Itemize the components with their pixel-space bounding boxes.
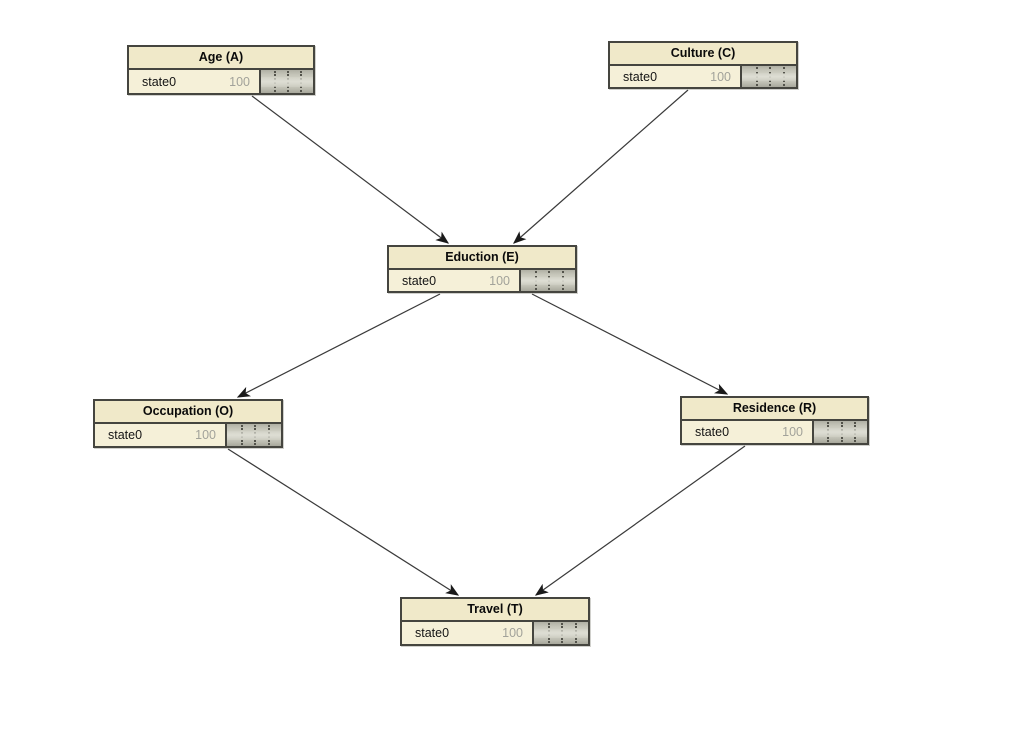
edge-occupation-to-travel	[227, 448, 460, 596]
state-probability: 100	[229, 74, 250, 89]
belief-bar-highlight	[227, 431, 281, 440]
node-state-label-section: state0 100	[129, 70, 261, 93]
state-name: state0	[415, 626, 450, 640]
node-title: Eduction (E)	[389, 247, 575, 270]
node-occupation[interactable]: Occupation (O) state0 100	[93, 399, 283, 448]
node-culture[interactable]: Culture (C) state0 100	[608, 41, 798, 89]
edge-culture-to-eduction	[513, 89, 689, 244]
node-state-label-section: state0 100	[389, 270, 521, 291]
belief-bar-highlight	[261, 77, 313, 87]
node-title: Travel (T)	[402, 599, 588, 622]
state-name: state0	[402, 273, 437, 288]
belief-bar-highlight	[534, 629, 588, 638]
edge-age-to-eduction	[251, 95, 450, 244]
state-probability: 100	[195, 428, 216, 442]
belief-bar-highlight	[814, 428, 867, 437]
node-state-label-section: state0 100	[610, 66, 742, 87]
edge-eduction-to-residence	[531, 293, 729, 395]
state-name: state0	[695, 425, 730, 439]
state-name: state0	[623, 69, 658, 84]
belief-bar[interactable]	[742, 66, 796, 87]
node-title: Culture (C)	[610, 43, 796, 66]
state-probability: 100	[502, 626, 523, 640]
node-state-row[interactable]: state0 100	[95, 424, 281, 446]
node-state-row[interactable]: state0 100	[610, 66, 796, 87]
state-probability: 100	[710, 69, 731, 84]
state-name: state0	[108, 428, 143, 442]
node-age[interactable]: Age (A) state0 100	[127, 45, 315, 95]
belief-bar[interactable]	[227, 424, 281, 446]
state-probability: 100	[489, 273, 510, 288]
node-eduction[interactable]: Eduction (E) state0 100	[387, 245, 577, 293]
node-state-label-section: state0 100	[95, 424, 227, 446]
node-travel[interactable]: Travel (T) state0 100	[400, 597, 590, 646]
node-state-row[interactable]: state0 100	[402, 622, 588, 644]
belief-bar-highlight	[742, 72, 796, 82]
state-name: state0	[142, 74, 177, 89]
node-state-row[interactable]: state0 100	[682, 421, 867, 443]
node-state-row[interactable]: state0 100	[129, 70, 313, 93]
node-state-row[interactable]: state0 100	[389, 270, 575, 291]
node-title: Residence (R)	[682, 398, 867, 421]
node-residence[interactable]: Residence (R) state0 100	[680, 396, 869, 445]
edge-eduction-to-occupation	[236, 293, 441, 398]
belief-bar[interactable]	[521, 270, 575, 291]
belief-bar-highlight	[521, 276, 575, 286]
belief-bar[interactable]	[814, 421, 867, 443]
node-title: Age (A)	[129, 47, 313, 70]
belief-bar[interactable]	[261, 70, 313, 93]
belief-bar[interactable]	[534, 622, 588, 644]
node-state-label-section: state0 100	[682, 421, 814, 443]
node-state-label-section: state0 100	[402, 622, 534, 644]
node-title: Occupation (O)	[95, 401, 281, 424]
state-probability: 100	[782, 425, 803, 439]
edge-residence-to-travel	[534, 445, 746, 596]
